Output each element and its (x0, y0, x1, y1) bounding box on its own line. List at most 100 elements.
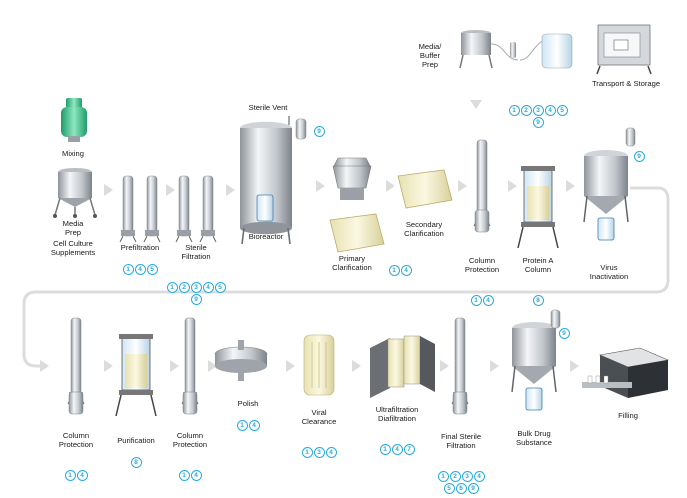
bulk-drug-tank-legs (511, 365, 557, 393)
reference-number-badge: 1 (236, 420, 248, 431)
label-line: Ultrafiltration (375, 405, 419, 414)
polish-column-icon (214, 340, 268, 381)
bulk-drug-tank (511, 322, 557, 411)
reference-number-badge: 4 (325, 447, 337, 458)
reference-number-badge: 9 (467, 483, 479, 494)
purification-column (115, 334, 157, 417)
reference-number-badge: 2 (178, 282, 190, 293)
label-line: Clarification (404, 229, 444, 238)
reference-number-badge: 2 (449, 471, 461, 482)
label-line: Protection (172, 440, 208, 449)
purification-column-bottom-plate (119, 390, 153, 395)
label-line: Bioreactor (248, 232, 284, 241)
flow-arrow (170, 360, 179, 372)
filter-housings (67, 139, 491, 415)
protein-a-column-stand (517, 226, 559, 249)
label-line: Final Sterile (440, 432, 482, 441)
transport-storage-cabinet-icon (596, 24, 652, 75)
purification-column-stand (115, 394, 157, 417)
reference-number-badge: 3 (532, 105, 544, 116)
reference-number-badge: 1 (64, 470, 76, 481)
filter-housing (146, 175, 158, 237)
viral-clearance-filter-icon (303, 334, 335, 396)
flow-arrow (570, 360, 579, 372)
reference-number-badge: 8 (532, 295, 544, 306)
label-line: Diafiltration (378, 414, 416, 423)
flow-arrow (226, 184, 235, 196)
label-prefiltration: Prefiltration (121, 243, 159, 252)
reference-number-badge: 5 (556, 105, 568, 116)
reference-number-badge: 1 (508, 105, 520, 116)
label-line: Media (62, 219, 84, 228)
label-line: Viral (311, 408, 327, 417)
bulk-drug-tank-bag (525, 387, 543, 411)
filter-housing-leg (119, 235, 137, 243)
label-line: Supplements (50, 248, 96, 257)
label-line: Buffer (419, 51, 441, 60)
reference-number-badge: 4 (248, 420, 260, 431)
filter-housing-base (121, 230, 135, 236)
badge-group-protein-a: 8 (531, 295, 545, 306)
label-line: Prep (64, 228, 82, 237)
label-purification: Purification (117, 436, 155, 445)
label-line: Filtration (181, 252, 211, 261)
filter-housing (122, 175, 134, 237)
virus-inactivation-tank (583, 150, 629, 241)
reference-number-badge: 9 (532, 117, 544, 128)
label-line: Clearance (301, 417, 337, 426)
filter-housing (476, 139, 488, 221)
flow-arrow (566, 180, 575, 192)
reference-number-badge: 5 (146, 264, 158, 275)
guard-filter (68, 391, 84, 415)
filter-housing (202, 175, 214, 237)
filter-housing-leg (199, 235, 217, 243)
reference-number-badge: 8 (130, 457, 142, 468)
virus-inactivation-tank-cone (584, 196, 628, 214)
reference-number-badge: 3 (313, 447, 325, 458)
flow-arrow (490, 360, 499, 372)
label-line: Polish (237, 399, 259, 408)
reference-number-badge: 1 (178, 470, 190, 481)
reference-number-badge: 4 (544, 105, 556, 116)
label-line: Protection (58, 440, 94, 449)
filter-housing-leg (143, 235, 161, 243)
label-line: Sterile Vent (248, 103, 288, 112)
filter-housing-leg (175, 235, 193, 243)
protein-a-column-resin (527, 186, 549, 220)
reference-number-badge: 1 (470, 295, 482, 306)
badge-group-bulk-drug: 9 (557, 328, 571, 339)
label-line: Column (524, 265, 552, 274)
reference-number-badge: 7 (403, 444, 415, 455)
reference-number-badge: 4 (473, 471, 485, 482)
label-line: Protein A (522, 256, 554, 265)
reference-number-badge: 4 (134, 264, 146, 275)
filter-housing (454, 317, 466, 399)
flow-arrow (104, 360, 113, 372)
label-line: Media/ (418, 42, 442, 51)
buffer-prep-tank-icon (459, 30, 573, 69)
reference-number-badge: 9 (190, 294, 202, 305)
reference-number-badge: 3 (461, 471, 473, 482)
filling-machine-icon (582, 347, 670, 398)
protein-a-column-top-plate (521, 166, 555, 171)
label-transport-storage: Transport & Storage (592, 79, 660, 88)
label-line: Purification (117, 436, 155, 445)
bioreactor-vessel (240, 121, 292, 245)
label-filling: Filling (618, 411, 638, 420)
label-mixing: Mixing (62, 149, 84, 158)
filter-housing (70, 317, 82, 399)
badge-group-virus-inactivation: 9 (632, 151, 646, 162)
purification-column-top-plate (119, 334, 153, 339)
label-line: Secondary (405, 220, 443, 229)
reference-number-badge: 4 (482, 295, 494, 306)
